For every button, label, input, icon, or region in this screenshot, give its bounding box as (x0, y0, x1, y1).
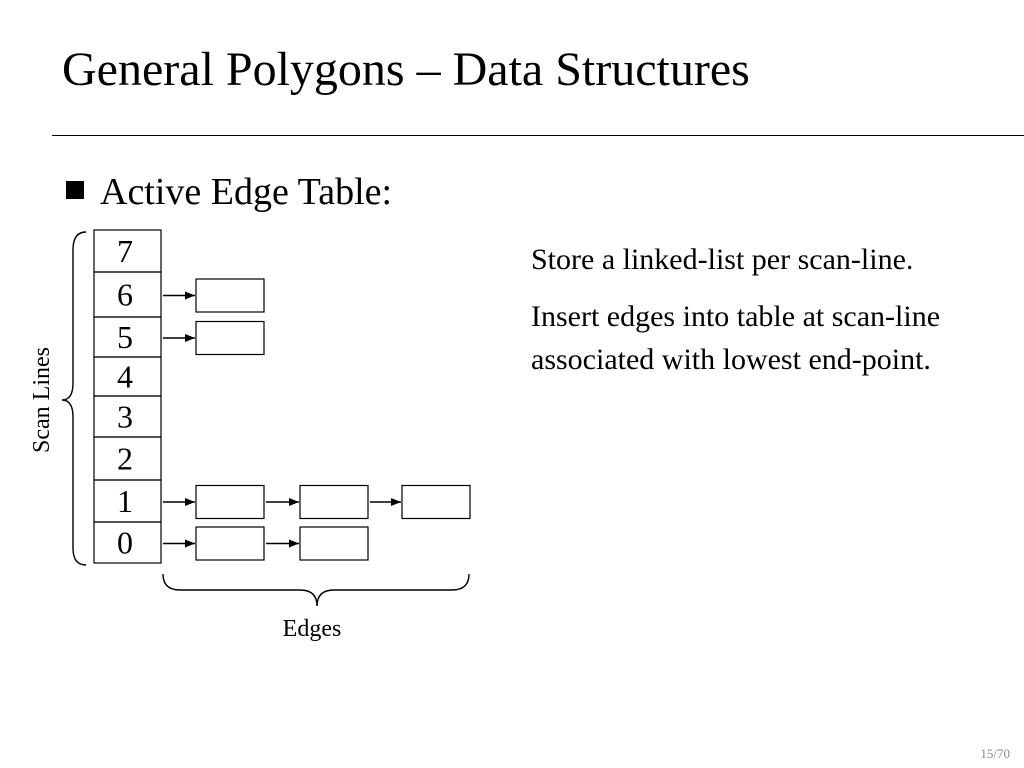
edges-label: Edges (283, 616, 342, 642)
scan-lines-brace (61, 231, 87, 566)
scan-line-number: 3 (117, 399, 133, 435)
scan-line-number: 6 (117, 277, 133, 313)
edge-node-box (195, 526, 265, 561)
scan-line-number: 1 (117, 483, 133, 519)
bullet-item: Active Edge Table: (66, 171, 393, 214)
description: Store a linked-list per scan-line. Inser… (531, 238, 971, 395)
edge-node-box (195, 278, 265, 313)
scan-line-number: 4 (117, 359, 133, 395)
title-divider (52, 135, 1024, 136)
scan-line-cell-0 (93, 521, 162, 564)
edges-brace (162, 573, 470, 607)
edge-node-box (401, 484, 471, 520)
scan-line-table: 7 6 5 4 3 2 1 0 (93, 229, 162, 564)
edge-node-box (195, 320, 265, 356)
edge-node-box (299, 484, 369, 520)
edge-node-box (195, 484, 265, 520)
scan-line-number: 5 (117, 319, 133, 355)
edge-lists (163, 278, 471, 561)
slide-title: General Polygons – Data Structures (62, 43, 750, 96)
scan-line-number: 7 (117, 233, 133, 269)
edge-node-box (299, 526, 369, 561)
description-line-2: Insert edges into table at scan-line ass… (531, 300, 941, 376)
square-bullet-icon (66, 181, 84, 199)
scan-lines-label: Scan Lines (29, 347, 55, 453)
bullet-text: Active Edge Table: (100, 171, 393, 213)
scan-line-number: 0 (117, 525, 133, 561)
page-number: 15/70 (980, 746, 1010, 761)
description-line-1: Store a linked-list per scan-line. (531, 243, 914, 276)
scan-line-number: 2 (117, 441, 133, 477)
